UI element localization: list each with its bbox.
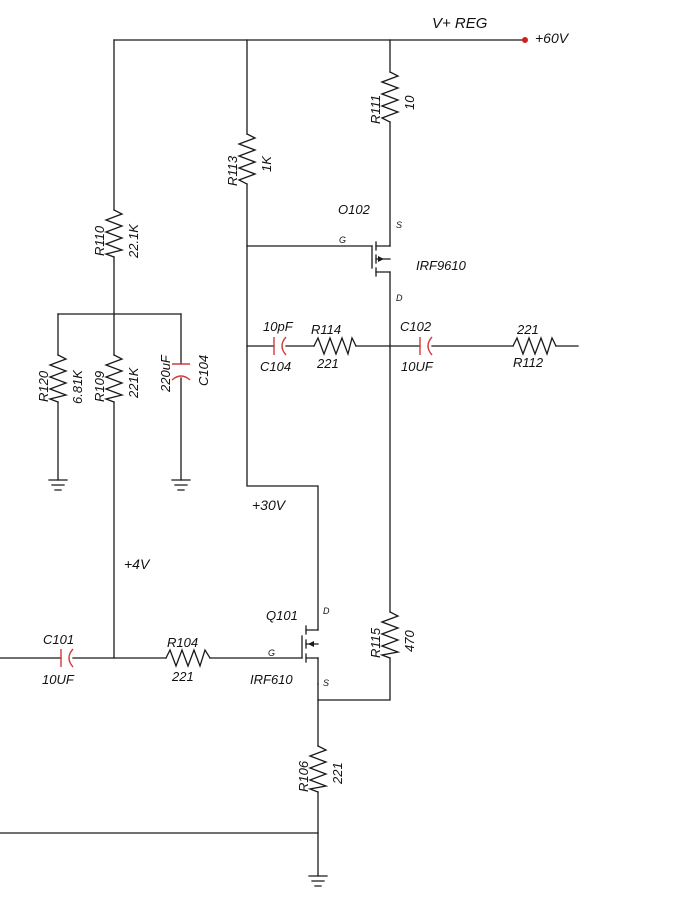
resistor-r114 [313, 336, 357, 357]
r120-ref-label: R120 [36, 370, 51, 402]
r115-ref-label: R115 [368, 627, 383, 658]
q102-source-pin-label: S [396, 220, 402, 230]
ground-c104-icon [171, 479, 191, 491]
resistor-r115 [379, 611, 401, 659]
resistor-r104 [165, 648, 211, 669]
r110-ref-label: R110 [92, 225, 107, 256]
capacitor-c104-bypass [171, 363, 191, 381]
q101-ref-label: Q101 [266, 608, 298, 623]
r111-ref-label: R111 [368, 95, 383, 124]
r104-ref-label: R104 [167, 635, 198, 650]
resistor-r120 [47, 354, 69, 403]
c104-bypass-value-label: 220uF [158, 354, 173, 393]
r110-value-label: 22.1K [126, 223, 141, 259]
ground-main-icon [308, 875, 328, 887]
q102-gate-pin-label: G [339, 235, 346, 245]
capacitor-c102 [419, 336, 433, 356]
resistors [47, 71, 557, 793]
resistor-r106 [307, 745, 329, 793]
q101-source-pin-label: S [323, 678, 329, 688]
c101-value-label: 10UF [42, 672, 75, 687]
r109-ref-label: R109 [92, 371, 107, 402]
r104-value-label: 221 [171, 669, 194, 684]
capacitor-c101 [60, 648, 74, 668]
supply-rail-label: V+ REG [432, 15, 488, 32]
q101-drain-pin-label: D [323, 606, 330, 616]
r111-value-label: 10 [402, 95, 417, 110]
r113-value-label: 1K [259, 155, 274, 172]
resistor-r109 [103, 354, 125, 403]
q101-part-label: IRF610 [250, 672, 293, 687]
c104-feedback-ref-label: C104 [260, 359, 291, 374]
mid-node-voltage-label: +30V [252, 497, 287, 513]
c102-value-label: 10UF [401, 359, 434, 374]
mosfet-q101 [301, 625, 319, 685]
resistor-r112 [512, 336, 557, 357]
wire-r113-q101-drain [246, 183, 319, 631]
r114-value-label: 221 [316, 356, 339, 371]
r112-ref-label: R112 [513, 355, 544, 370]
q101-gate-pin-label: G [268, 648, 275, 658]
wires [0, 39, 579, 877]
supply-voltage-label: +60V [535, 30, 570, 46]
capacitor-c104-feedback [273, 336, 287, 356]
supply-terminal-dot [522, 37, 528, 43]
r113-ref-label: R113 [225, 155, 240, 186]
bias-node-voltage-label: +4V [124, 556, 151, 572]
q102-ref-label: O102 [338, 202, 371, 217]
r106-value-label: 221 [330, 762, 345, 785]
resistor-r110 [103, 209, 125, 258]
resistor-r113 [237, 133, 257, 185]
r109-value-label: 221K [126, 366, 141, 399]
r114-ref-label: R114 [311, 322, 341, 337]
resistor-r111 [380, 71, 400, 123]
mosfet-q102 [371, 241, 391, 277]
c104-feedback-value-label: 10pF [263, 319, 294, 334]
r120-value-label: 6.81K [70, 369, 85, 404]
c102-ref-label: C102 [400, 319, 432, 334]
q102-part-label: IRF9610 [416, 258, 467, 273]
wire-r115-bottom [317, 657, 391, 701]
r112-value-label: 221 [516, 322, 539, 337]
c101-ref-label: C101 [43, 632, 74, 647]
r115-value-label: 470 [402, 630, 417, 652]
capacitors [60, 336, 433, 668]
c104-bypass-ref-label: C104 [196, 355, 211, 386]
q102-drain-pin-label: D [396, 293, 403, 303]
ground-r120-icon [48, 479, 68, 491]
r106-ref-label: R106 [296, 760, 311, 792]
